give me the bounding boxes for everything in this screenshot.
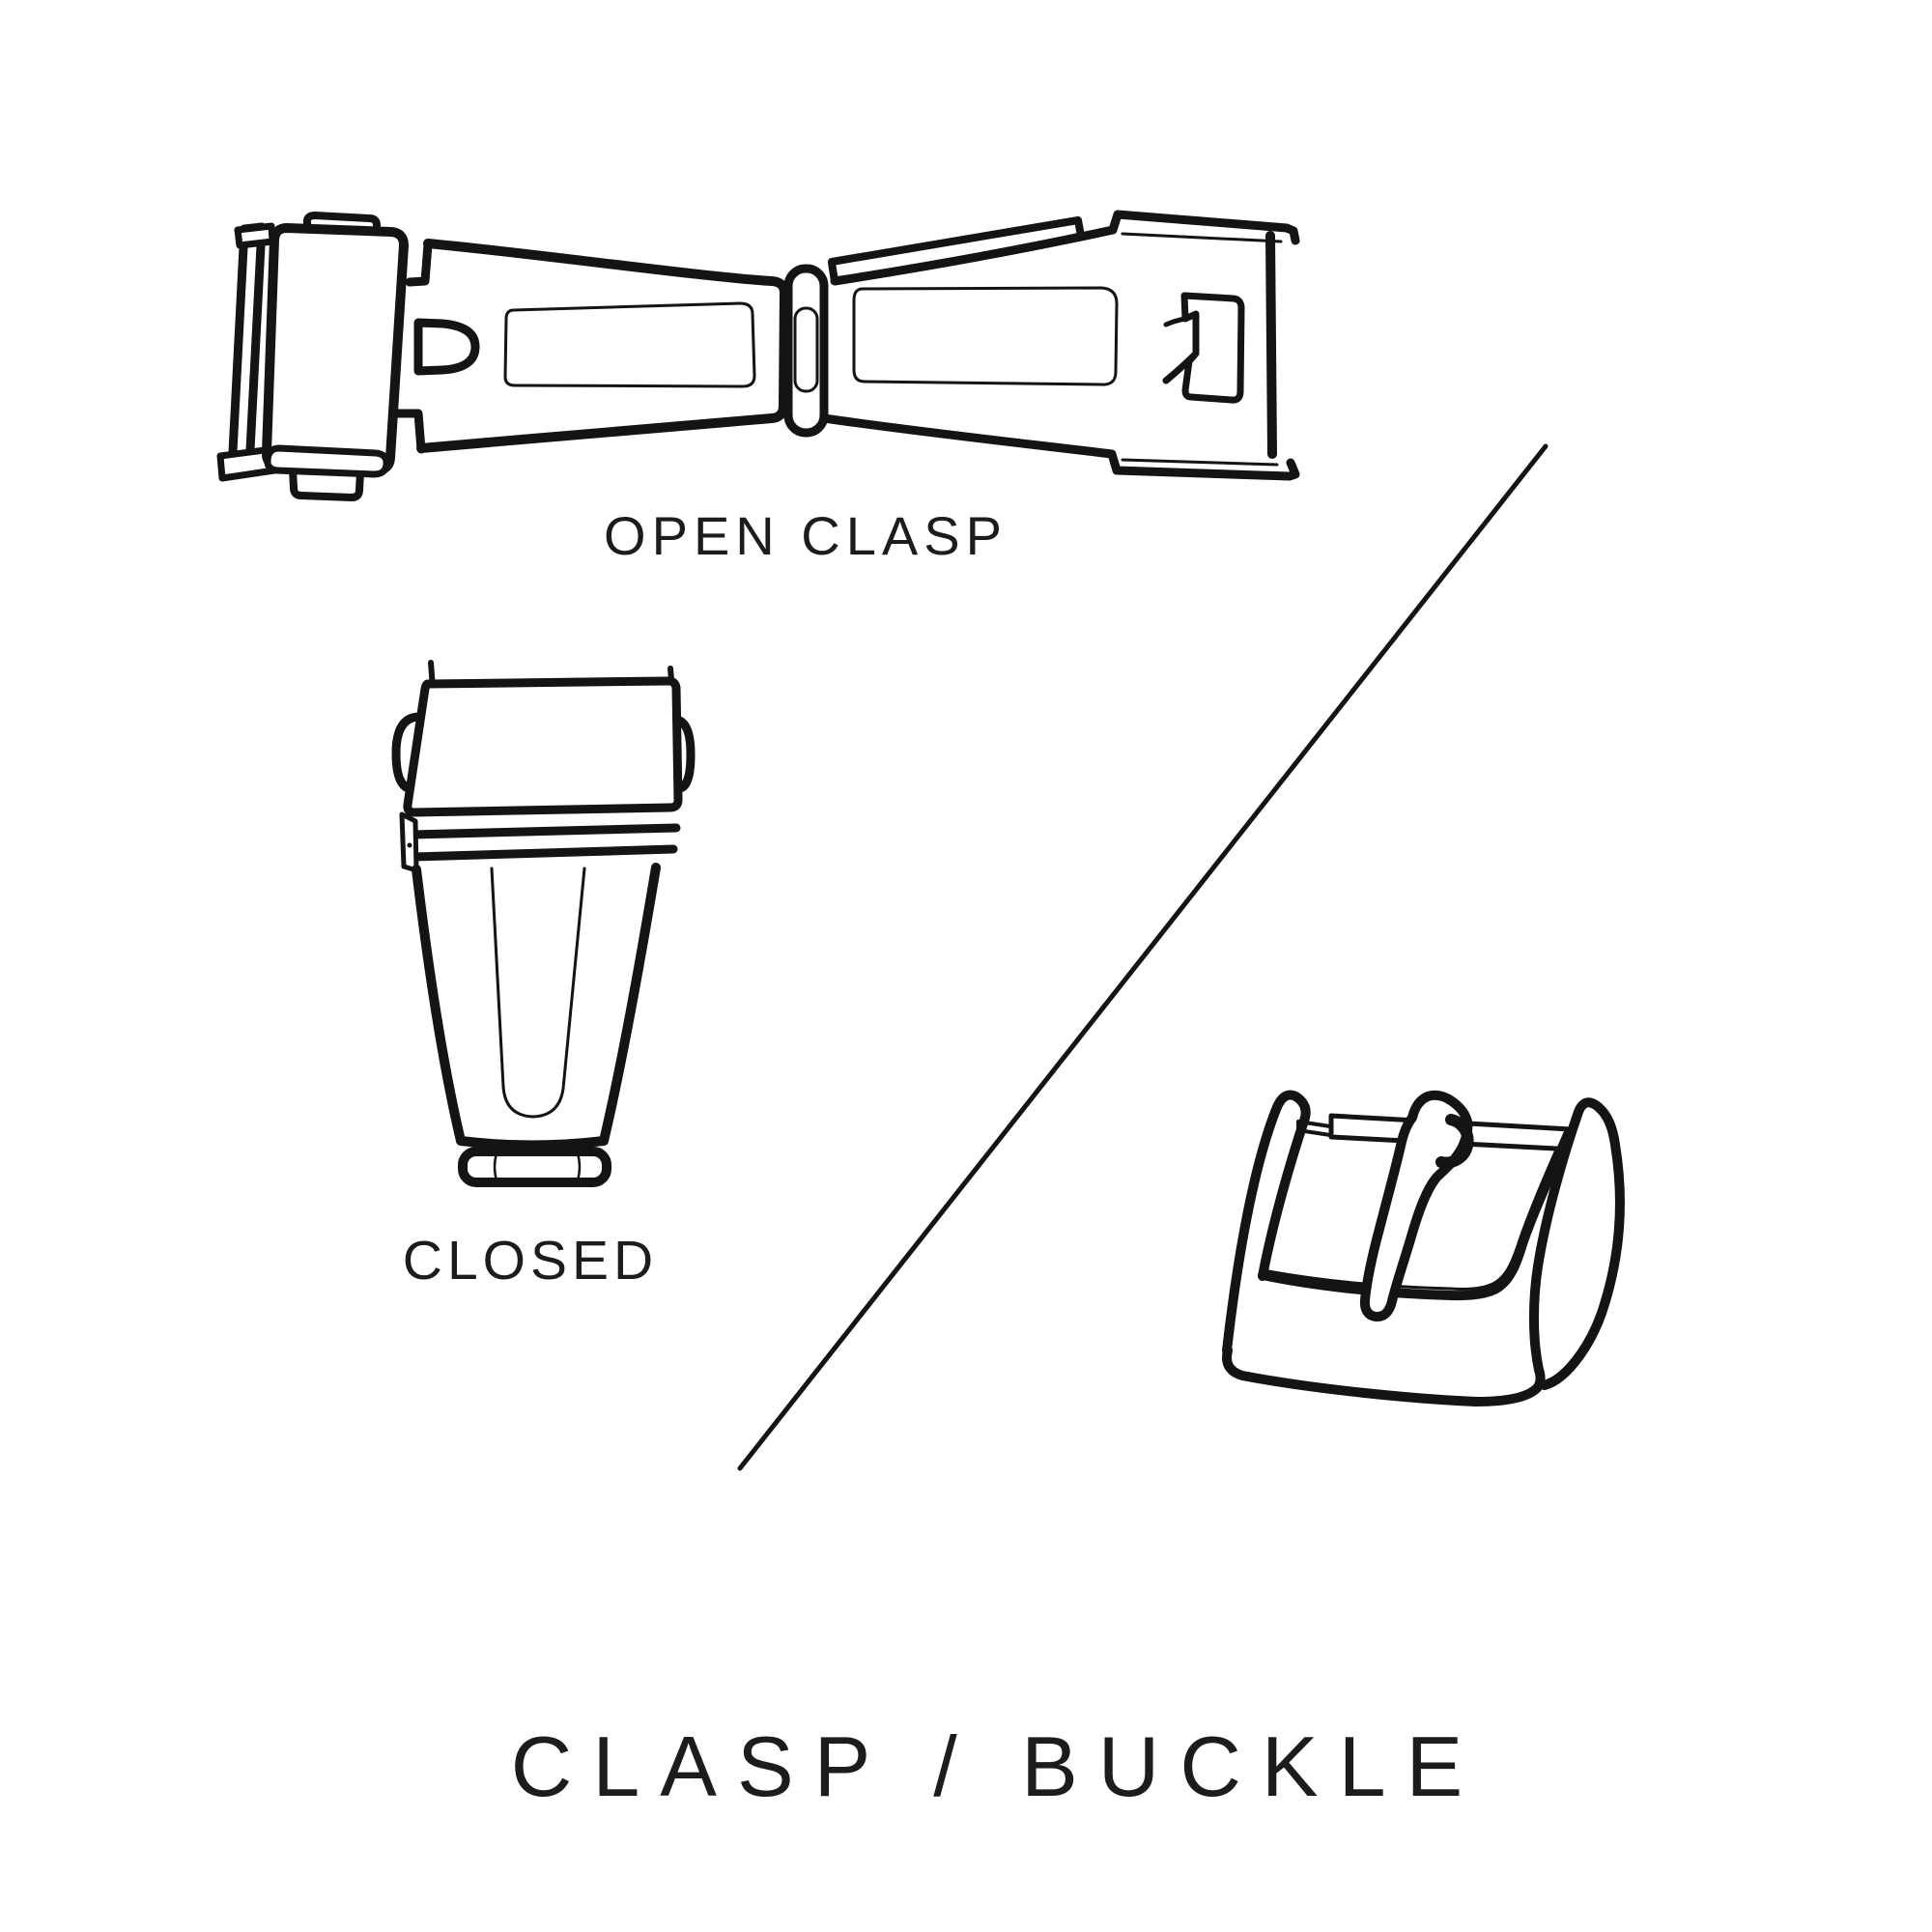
svg-text:OPEN CLASP: OPEN CLASP: [604, 505, 1008, 566]
svg-text:CLASP / BUCKLE: CLASP / BUCKLE: [511, 1719, 1483, 1814]
svg-text:CLOSED: CLOSED: [403, 1230, 658, 1292]
